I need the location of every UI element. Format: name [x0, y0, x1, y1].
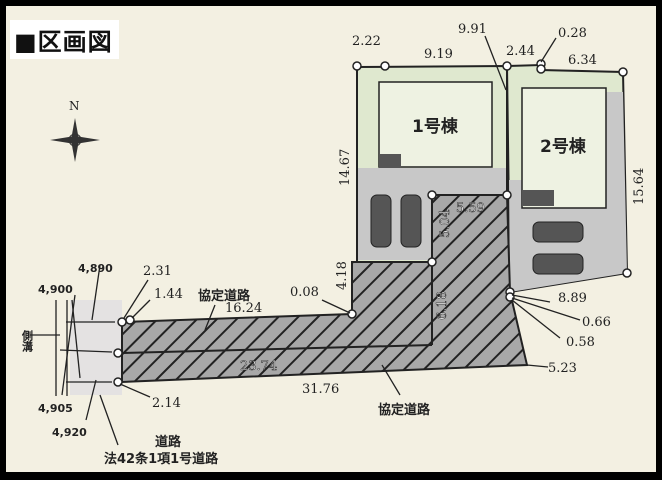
agreement-road: [121, 194, 529, 384]
dim-15-64: 15.64: [632, 168, 647, 205]
lot-1-building: [378, 81, 493, 168]
level-4890: 4,890: [78, 262, 113, 275]
dim-14-67: 14.67: [338, 149, 353, 186]
lot-1-entry: [379, 154, 401, 168]
level-4905: 4,905: [38, 402, 73, 415]
leader-lines: [30, 35, 581, 446]
dim-5-23: 5.23: [548, 361, 577, 376]
car-icon: [532, 253, 584, 275]
level-4900: 4,900: [38, 283, 73, 296]
dim-1-44: 1.44: [154, 287, 183, 302]
dim-9-91: 9.91: [458, 22, 487, 37]
dim-0-66: 0.66: [582, 315, 611, 330]
dim-5-04: 5.04: [438, 209, 453, 238]
level-4920: 4,920: [52, 426, 87, 439]
compass-north-label: N: [69, 99, 80, 113]
side-ditch-label: 側溝: [21, 329, 35, 353]
lot-1-label: 1号棟: [412, 116, 459, 137]
car-icon: [400, 194, 422, 248]
dim-4-18: 4.18: [335, 261, 350, 290]
dim-9-19: 9.19: [424, 47, 453, 62]
car-icon: [532, 221, 584, 243]
dim-6-18: 6.18: [435, 291, 450, 320]
north-compass-icon: N: [50, 99, 100, 162]
dim-0-58: 0.58: [566, 335, 595, 350]
dim-2-31: 2.31: [143, 264, 172, 279]
road-divider: [121, 344, 433, 354]
dim-16-24: 16.24: [225, 301, 262, 316]
road-law-label: 法42条1項1号道路: [104, 451, 219, 467]
lot-2-label: 2号棟: [540, 136, 587, 157]
agreement-road-label-top: 協定道路: [198, 288, 251, 304]
dim-31-76: 31.76: [302, 382, 339, 397]
lot-2-building: [521, 87, 607, 209]
car-icon: [370, 194, 392, 248]
dim-2-14: 2.14: [152, 396, 181, 411]
dim-2-44: 2.44: [506, 44, 535, 59]
public-road-area: [70, 300, 122, 395]
dim-0-28: 0.28: [558, 26, 587, 41]
agreement-road-label-bottom: 協定道路: [378, 402, 431, 418]
road-label: 道路: [155, 434, 182, 450]
car-icons: [370, 194, 584, 275]
page-title: ■区画図: [10, 20, 119, 59]
lot-2-entry: [522, 190, 554, 206]
dim-2-22: 2.22: [352, 34, 381, 49]
dim-0-08: 0.08: [290, 285, 319, 300]
dim-6-34: 6.34: [568, 53, 597, 68]
dim-23-74: 23.74: [240, 359, 277, 374]
dim-8-89: 8.89: [558, 291, 587, 306]
dim-5-59: 5.59: [456, 201, 485, 216]
survey-points: [113, 59, 632, 387]
